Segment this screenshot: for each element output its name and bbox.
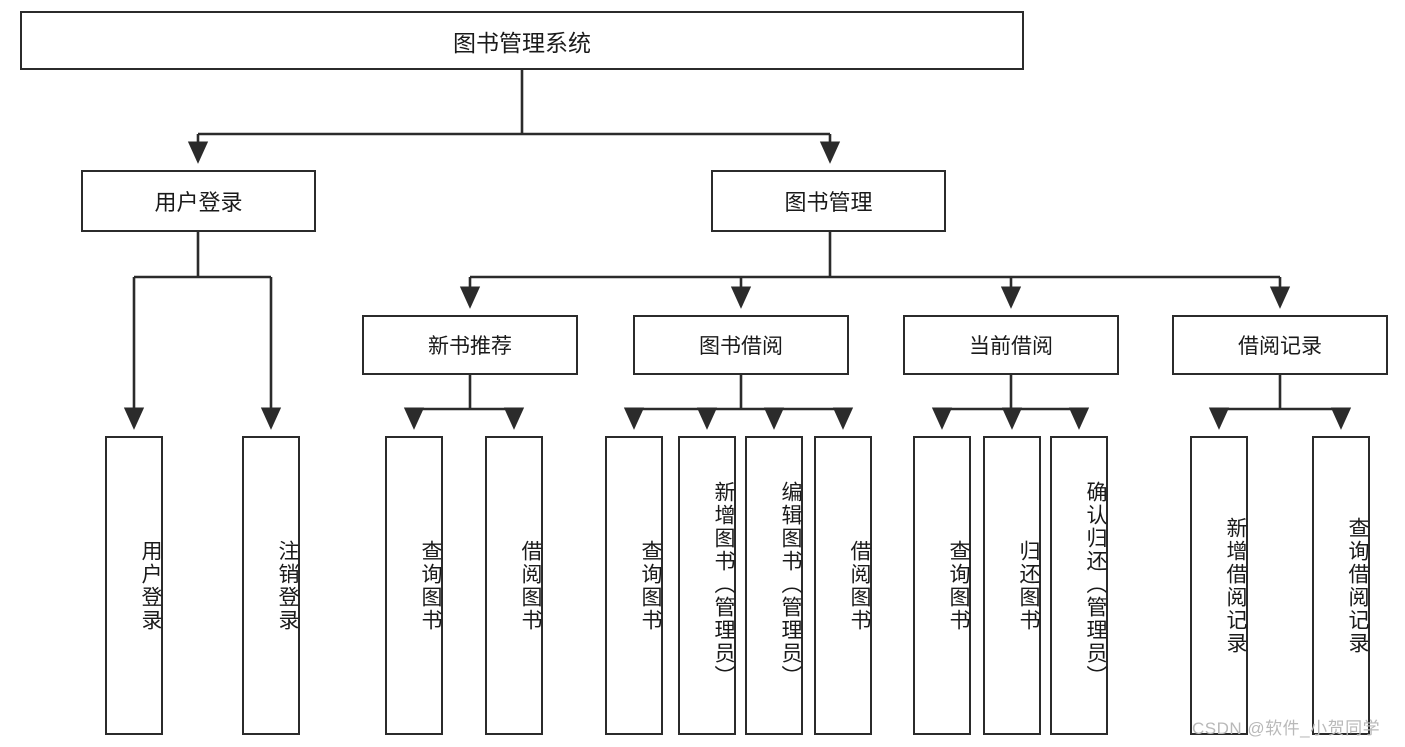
node-user-login[interactable]: 用户登录 <box>81 170 316 232</box>
node-book-manage[interactable]: 图书管理 <box>711 170 946 232</box>
node-borrow-record-label: 借阅记录 <box>1238 335 1322 358</box>
node-leaf-query-record[interactable]: 查询借阅记录 <box>1312 436 1370 735</box>
node-leaf-borrow-book-2-label: 借阅图书 <box>848 539 871 632</box>
node-leaf-return-book-label: 归还图书 <box>1017 539 1040 632</box>
node-leaf-add-record[interactable]: 新增借阅记录 <box>1190 436 1248 735</box>
node-leaf-add-book-label: 新增图书（管理员） <box>712 481 735 688</box>
node-new-book-rec-label: 新书推荐 <box>428 335 512 358</box>
node-leaf-borrow-book-2[interactable]: 借阅图书 <box>814 436 872 735</box>
node-leaf-edit-book-label: 编辑图书（管理员） <box>779 481 802 688</box>
node-leaf-confirm-return[interactable]: 确认归还（管理员） <box>1050 436 1108 735</box>
node-leaf-add-book[interactable]: 新增图书（管理员） <box>678 436 736 735</box>
node-leaf-query-record-label: 查询借阅记录 <box>1346 516 1369 655</box>
node-leaf-return-book[interactable]: 归还图书 <box>983 436 1041 735</box>
watermark-text: CSDN @软件_小贺同学 <box>1192 719 1381 738</box>
node-leaf-user-login[interactable]: 用户登录 <box>105 436 163 735</box>
node-leaf-borrow-book-1-label: 借阅图书 <box>519 539 542 632</box>
node-leaf-edit-book[interactable]: 编辑图书（管理员） <box>745 436 803 735</box>
node-current-borrow-label: 当前借阅 <box>969 335 1053 358</box>
node-leaf-query-book-3[interactable]: 查询图书 <box>913 436 971 735</box>
node-borrow-record[interactable]: 借阅记录 <box>1172 315 1388 375</box>
node-leaf-logout-label: 注销登录 <box>276 539 299 632</box>
node-leaf-query-book-1-label: 查询图书 <box>419 539 442 632</box>
node-leaf-query-book-1[interactable]: 查询图书 <box>385 436 443 735</box>
node-leaf-borrow-book-1[interactable]: 借阅图书 <box>485 436 543 735</box>
node-leaf-add-record-label: 新增借阅记录 <box>1224 516 1247 655</box>
node-new-book-rec[interactable]: 新书推荐 <box>362 315 578 375</box>
node-leaf-query-book-2-label: 查询图书 <box>639 539 662 632</box>
node-book-borrow-label: 图书借阅 <box>699 335 783 358</box>
node-leaf-logout[interactable]: 注销登录 <box>242 436 300 735</box>
node-user-login-label: 用户登录 <box>154 190 243 215</box>
node-current-borrow[interactable]: 当前借阅 <box>903 315 1119 375</box>
node-leaf-user-login-label: 用户登录 <box>139 539 162 632</box>
node-book-borrow[interactable]: 图书借阅 <box>633 315 849 375</box>
node-root[interactable]: 图书管理系统 <box>20 11 1024 70</box>
node-book-manage-label: 图书管理 <box>784 190 873 215</box>
node-leaf-query-book-2[interactable]: 查询图书 <box>605 436 663 735</box>
node-leaf-query-book-3-label: 查询图书 <box>947 539 970 632</box>
node-root-label: 图书管理系统 <box>453 29 591 56</box>
node-leaf-confirm-return-label: 确认归还（管理员） <box>1084 481 1107 688</box>
